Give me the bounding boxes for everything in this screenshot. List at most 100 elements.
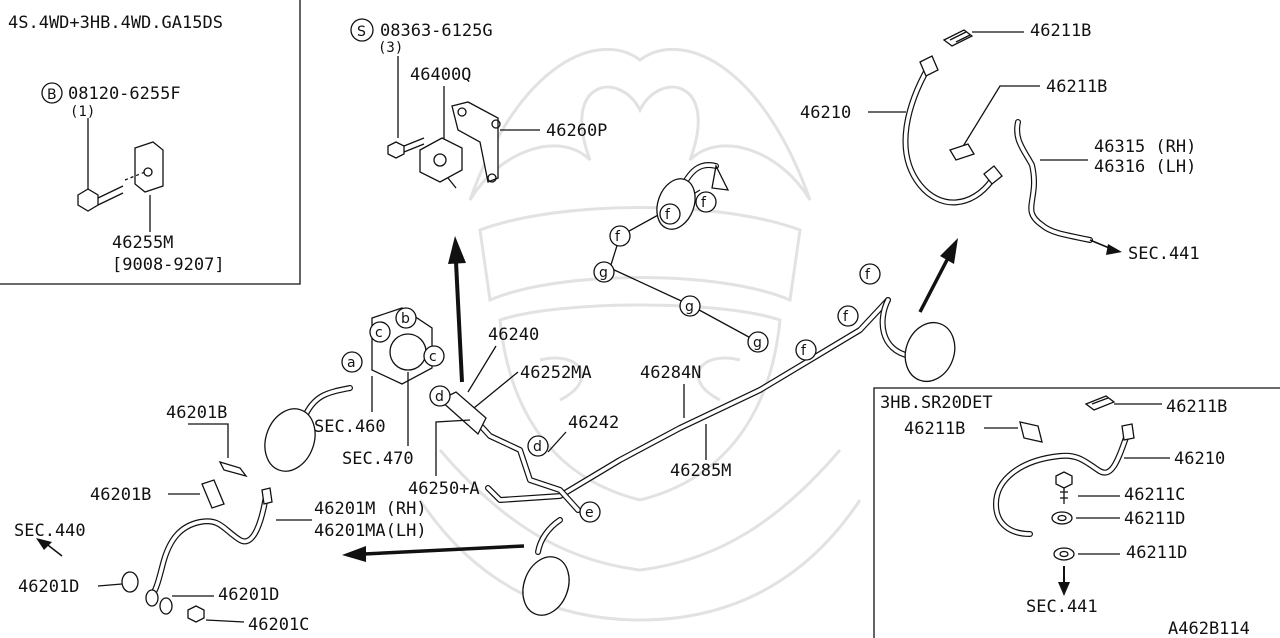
inset-title: 4S.4WD+3HB.4WD.GA15DS (8, 13, 223, 33)
screw-code-08363: 08363-6125G (380, 21, 493, 41)
callout-c-1: c (369, 321, 391, 343)
svg-text:g: g (685, 299, 694, 315)
callouts: a b c c d d e f f f f f f g g g (341, 191, 881, 523)
label-sec441-top: SEC.441 (1128, 244, 1200, 264)
label-sec440: SEC.440 (14, 521, 86, 541)
washer-icon (121, 571, 139, 593)
label-46201D-left: 46201D (18, 577, 79, 597)
center-labels: 46240 46252MA 46284N 46242 46285M 46250+… (314, 325, 731, 499)
label-46201D-right: 46201D (218, 585, 279, 605)
junction-block-icon (438, 391, 487, 436)
clip-46201B-icon (218, 460, 248, 478)
clip-46201B-small-icon (201, 479, 225, 509)
label-46316-lh: 46316 (LH) (1094, 157, 1196, 177)
inset-label-46211D-a: 46211D (1124, 509, 1185, 529)
sensor-46400Q-icon (419, 137, 463, 189)
direction-arrow-down-icon (1058, 566, 1070, 596)
bolt-b-letter: B (47, 87, 57, 103)
bracket-46255M-icon (124, 141, 164, 193)
washer-icon-3 (159, 597, 173, 615)
bracket-46260P-icon (451, 101, 501, 183)
rear-hose-group: 46211B 46211B 46210 46315 (RH) 46316 (LH… (800, 21, 1200, 313)
inset-sr20det: 3HB.SR20DET 46211B 46211B 46210 46211C 4… (873, 387, 1280, 638)
callout-f-3: f (695, 191, 717, 213)
svg-text:e: e (585, 505, 594, 521)
label-46201C: 46201C (248, 615, 309, 635)
svg-text:f: f (865, 267, 871, 283)
svg-text:f: f (665, 207, 671, 223)
callout-f-1: f (609, 225, 631, 247)
label-sec460: SEC.460 (314, 417, 386, 437)
diagram-code: A462B114 (1168, 619, 1250, 638)
callout-f-2: f (659, 203, 681, 225)
clip-46211B-icon (942, 29, 974, 47)
front-right-disc-icon (264, 408, 316, 472)
screw-icon (387, 137, 425, 159)
label-46201B-top: 46201B (166, 403, 227, 423)
washer-46211D-icon-2 (1053, 547, 1075, 561)
label-46211B-mid: 46211B (1046, 77, 1107, 97)
svg-text:d: d (435, 389, 444, 405)
callout-d-2: d (527, 435, 549, 457)
bolt-qty: (1) (70, 104, 95, 120)
svg-text:c: c (429, 349, 437, 365)
clip-46211B-small-icon (949, 143, 975, 161)
svg-text:b: b (401, 311, 410, 327)
inset-label-46211B-b: 46211B (904, 419, 965, 439)
front-hose-group: 46201B 46201B 46201M (RH) 46201MA(LH) SE… (14, 403, 525, 635)
callout-f-4: f (795, 339, 817, 361)
label-46252MA: 46252MA (520, 363, 592, 383)
label-46201M-rh: 46201M (RH) (314, 499, 427, 519)
label-46285M: 46285M (670, 461, 731, 481)
label-46201B-mid: 46201B (90, 485, 151, 505)
label-46242: 46242 (568, 413, 619, 433)
inset-label-46210: 46210 (1174, 449, 1225, 469)
inset-label-46211C: 46211C (1124, 485, 1185, 505)
svg-text:g: g (753, 335, 762, 351)
callout-g-3: g (747, 331, 769, 353)
svg-text:f: f (843, 309, 849, 325)
direction-arrow-up-right-icon (918, 238, 958, 313)
svg-text:f: f (701, 195, 707, 211)
callout-f-6: f (859, 263, 881, 285)
screw-qty: (3) (378, 40, 403, 56)
callout-g-1: g (593, 261, 615, 283)
screw-s-letter: S (357, 24, 366, 40)
callout-f-5: f (837, 305, 859, 327)
front-left-disc-icon (522, 556, 570, 616)
bolt-46211C-icon (1055, 471, 1073, 489)
label-46211B-top: 46211B (1030, 21, 1091, 41)
svg-text:d: d (533, 439, 542, 455)
callout-a: a (341, 351, 363, 373)
clip-46211B-inset-icon (1019, 421, 1043, 443)
bolt-b-symbol (41, 82, 63, 104)
label-46315-rh: 46315 (RH) (1094, 137, 1196, 157)
svg-text:f: f (615, 229, 621, 245)
inset-label-46211D-b: 46211D (1126, 543, 1187, 563)
svg-text:g: g (599, 265, 608, 281)
label-46255M: 46255M (112, 233, 173, 253)
svg-text:c: c (375, 325, 383, 341)
actuator-group: S 08363-6125G (3) 46400Q 46260P (350, 18, 607, 189)
inset-4wd-ga15ds: 4S.4WD+3HB.4WD.GA15DS B 08120-6255F (1) … (0, 0, 301, 285)
callout-c-2: c (423, 345, 445, 367)
rear-drum-icon (904, 321, 956, 383)
clip-46211B-inset-top-icon (1084, 395, 1116, 411)
svg-text:a: a (347, 355, 356, 371)
label-46210: 46210 (800, 103, 851, 123)
label-46284N: 46284N (640, 363, 701, 383)
svg-text:f: f (801, 343, 807, 359)
rear-brake-icon (656, 178, 696, 230)
washer-46211D-icon (1051, 511, 1073, 525)
label-46250A: 46250+A (408, 479, 480, 499)
banjo-bolt-icon (187, 605, 205, 623)
washer-icon-2 (145, 589, 159, 607)
direction-arrow-up-icon (448, 236, 466, 383)
screw-s-symbol (350, 18, 374, 42)
callout-b: b (395, 307, 417, 329)
label-46260P: 46260P (546, 121, 607, 141)
bolt-code-08120: 08120-6255F (68, 84, 181, 104)
label-sec470: SEC.470 (342, 449, 414, 469)
label-46201MA-lh: 46201MA(LH) (314, 521, 427, 541)
bolt-icon (77, 185, 124, 212)
